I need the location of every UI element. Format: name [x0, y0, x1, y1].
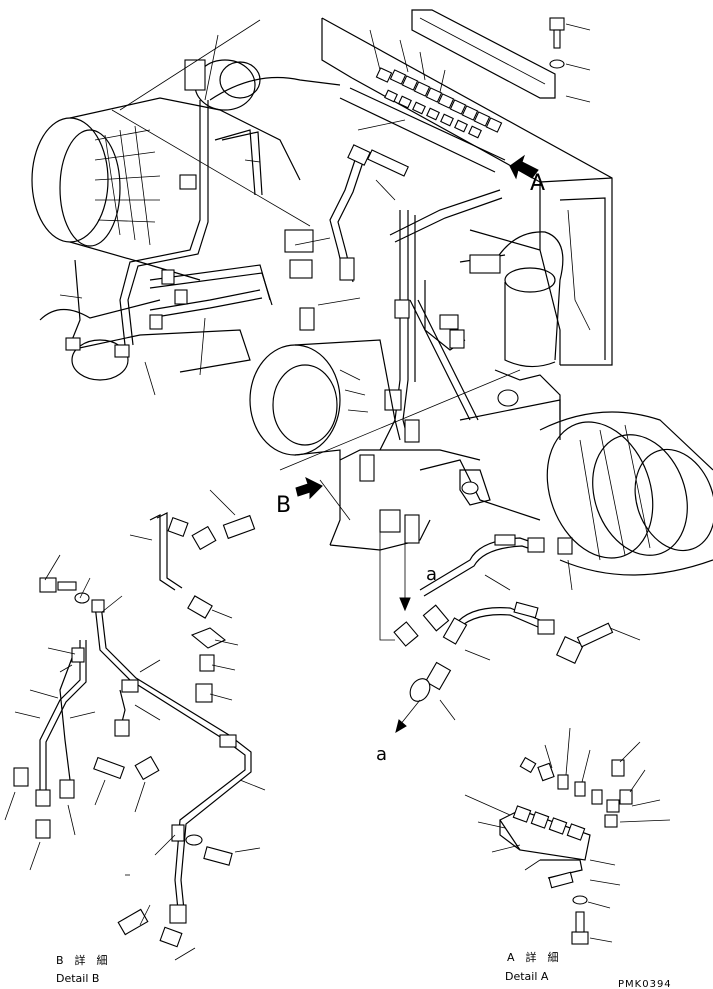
lower-frame: [319, 449, 491, 551]
flow-a-label-lower: a: [376, 744, 387, 765]
top-bracket: [411, 9, 556, 99]
center-hose: [294, 144, 409, 331]
drawing-code: PMK0394: [618, 979, 672, 989]
detail-a: [464, 727, 671, 945]
track-drive: [419, 399, 713, 576]
view-b-arrow-icon: [295, 477, 323, 500]
bolt-top-right: [549, 17, 591, 103]
detail-leaders: [111, 19, 521, 734]
main-assembly: [31, 9, 713, 734]
flow-a-label-upper: a: [426, 564, 437, 585]
detail-b-title-en: Detail B: [56, 972, 99, 985]
left-motor: [31, 59, 301, 381]
view-b-label: B: [276, 493, 291, 518]
text-labels: A B a a B 詳 細 Detail B A 詳 細 Detail A PM…: [56, 171, 672, 989]
detail-b-pipes: [13, 577, 252, 948]
detail-a-title-jp: A 詳 細: [507, 950, 559, 964]
right-cylinder: [459, 231, 564, 420]
center-pipes: [384, 189, 503, 443]
detail-b: [4, 489, 266, 961]
valve-fitting-row: [339, 29, 506, 173]
front-drum: [249, 339, 396, 546]
left-piping: [59, 34, 341, 396]
valve-frame: [321, 17, 613, 366]
detail-a-title-en: Detail A: [505, 970, 549, 983]
detail-b-title-jp: B 詳 細: [56, 953, 108, 967]
flex-hose: [393, 534, 641, 721]
view-arrows: [295, 154, 539, 500]
view-a-arrow-icon: [509, 154, 539, 180]
view-a-label: A: [530, 171, 545, 196]
